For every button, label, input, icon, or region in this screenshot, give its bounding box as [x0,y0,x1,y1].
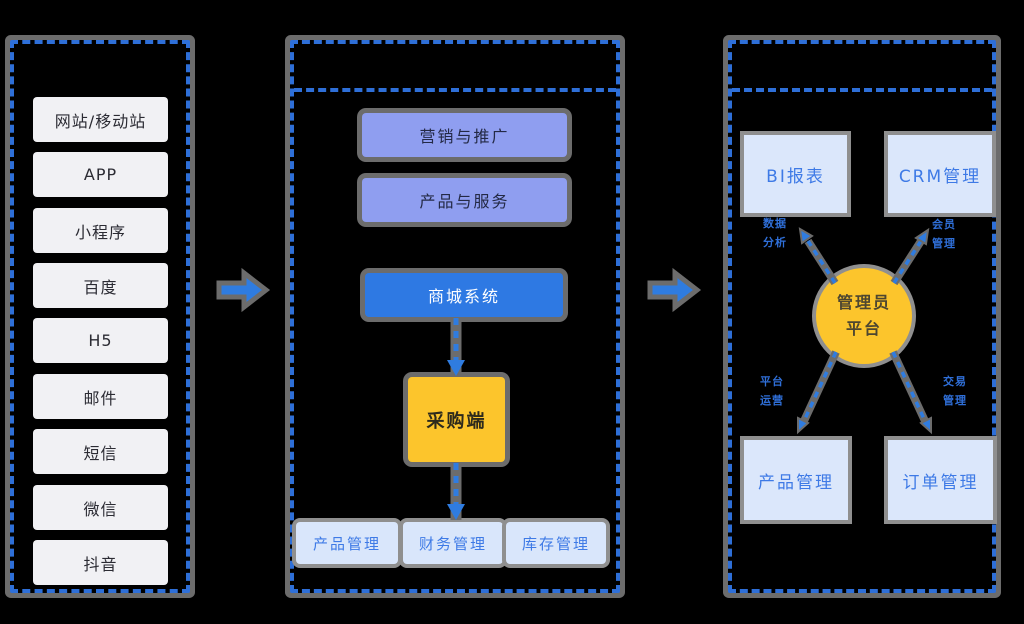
admin-panel-header [732,44,992,92]
channel-item-douyin: 抖音 [33,540,168,585]
edge-label-product: 平台 运营 [760,375,784,407]
channel-item-baidu: 百度 [33,263,168,308]
channel-item-wechat: 微信 [33,485,168,530]
finance-mgmt-box: 财务管理 [403,522,503,564]
admin-platform-line1: 管理员 [836,293,891,313]
channels-panel: 网站/移动站 APP 小程序 百度 H5 邮件 短信 微信 抖音 [10,40,190,593]
bi-report-node: BI报表 [744,135,847,213]
channel-item-miniprogram: 小程序 [33,208,168,253]
crm-mgmt-node: CRM管理 [888,135,992,213]
edge-label-bi: 数据 分析 [763,217,787,249]
arrow-left-to-middle [216,267,271,313]
product-mgmt-box: 产品管理 [296,522,398,564]
channel-item-email: 邮件 [33,374,168,419]
procurement-box: 采购端 [408,377,505,462]
edge-label-order: 交易 管理 [943,375,967,407]
channel-item-sms: 短信 [33,429,168,474]
mall-panel: 营销与推广 产品与服务 商城系统 采购端 产品管理 财务管理 库存管理 [290,40,620,593]
product-service-box: 产品与服务 [362,178,567,222]
mall-panel-header [294,44,616,92]
admin-platform-line2: 平台 [845,319,882,338]
channel-item-h5: H5 [33,318,168,363]
arrow-middle-to-right [647,267,702,313]
product-mgmt-node: 产品管理 [744,440,848,520]
channels-panel-header [14,44,186,88]
mall-system-box: 商城系统 [365,273,563,317]
admin-panel: BI报表 CRM管理 产品管理 订单管理 管理员 平台 数据 分析 会员 管理 … [728,40,996,593]
channel-item-website: 网站/移动站 [33,97,168,142]
admin-platform-circle: 管理员 平台 [816,268,912,364]
inventory-mgmt-box: 库存管理 [506,522,606,564]
order-mgmt-node: 订单管理 [888,440,993,520]
marketing-box: 营销与推广 [362,113,567,157]
edge-label-crm: 会员 管理 [932,218,956,250]
channel-item-app: APP [33,152,168,197]
